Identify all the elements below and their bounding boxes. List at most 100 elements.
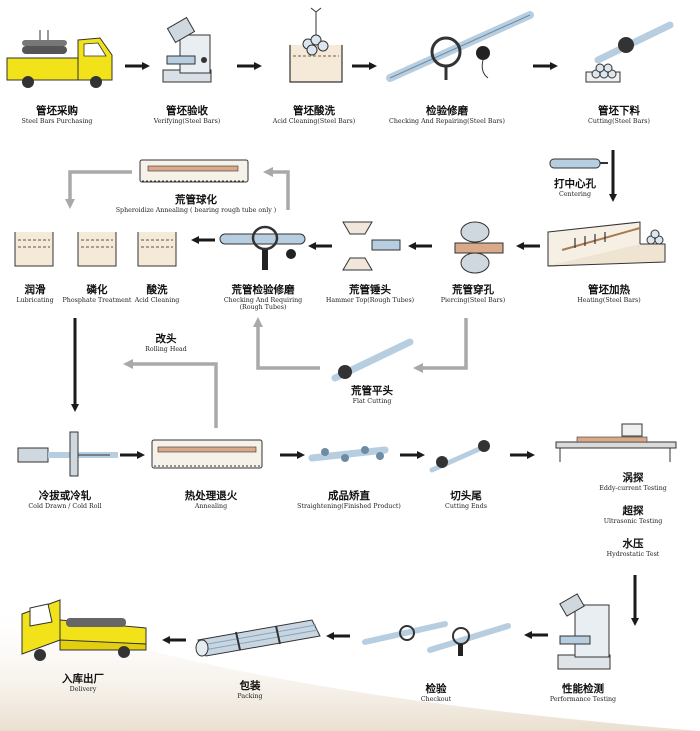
step-rolling-head: 改头 Rolling Head xyxy=(145,333,187,353)
step-zh-label: 打中心孔 xyxy=(554,178,596,190)
step-en-label: Performance Testing xyxy=(549,696,617,704)
step-zh-label: 热处理退火 xyxy=(184,490,238,502)
step-acid-cleaning: 管坯酸洗 Acid Cleaning(Steel Bars) xyxy=(273,105,355,125)
step-spheroidize: 荒管球化 Spheroidize Annealing ( bearing rou… xyxy=(116,194,277,214)
step-en-label: Checking And Repairing(Steel Bars) xyxy=(389,118,505,126)
step-zh-label: 管坯验收 xyxy=(166,105,208,117)
truck-icon xyxy=(6,30,113,88)
step-zh-label: 水压 xyxy=(622,538,644,550)
eddy-current-icon xyxy=(555,423,677,462)
step-en-label: Ultrasonic Testing xyxy=(603,518,663,526)
testing-machine-icon xyxy=(557,593,611,670)
checkout-icon xyxy=(362,621,511,656)
step-delivery: 入库出厂 Delivery xyxy=(62,673,104,693)
step-en-label: Cutting(Steel Bars) xyxy=(588,118,650,126)
grey-arrow xyxy=(253,317,320,370)
step-en-label: Eddy-current Testing xyxy=(599,485,667,493)
step-piercing: 荒管穿孔 Piercing(Steel Bars) xyxy=(441,284,505,304)
step-en-label: Phosphate Treatment xyxy=(62,297,132,305)
step-rough-checking: 荒管检验修磨 Checking And Requiring (Rough Tub… xyxy=(224,284,302,312)
step-annealing: 热处理退火 Annealing xyxy=(185,490,238,510)
step-zh-label: 入库出厂 xyxy=(62,673,104,685)
step-zh-label: 荒管检验修磨 xyxy=(231,284,295,296)
step-en-label: Checkout xyxy=(420,696,452,704)
step-lubricating: 润滑 Lubricating xyxy=(16,284,53,304)
step-zh-label: 超探 xyxy=(622,505,644,517)
step-zh-label: 性能检测 xyxy=(561,683,604,695)
cold-draw-icon xyxy=(17,431,118,477)
cutting-ends-icon xyxy=(429,440,490,473)
step-packing: 包装 Packing xyxy=(237,680,262,700)
grinding-rod-icon xyxy=(386,11,534,82)
step-zh-label: 改头 xyxy=(155,333,177,345)
step-ultrasonic: 超探 Ultrasonic Testing xyxy=(604,505,663,525)
annealing-furnace-icon xyxy=(151,439,263,469)
straightening-icon xyxy=(308,446,389,462)
step-en-label: Verifying(Steel Bars) xyxy=(153,118,221,126)
treatment-tanks-icon xyxy=(14,232,177,267)
step-en-label: Lubricating xyxy=(16,297,54,305)
grey-arrow xyxy=(263,167,290,210)
annealing-furnace-icon xyxy=(139,159,249,183)
step-en-label: Delivery xyxy=(69,686,97,694)
step-zh-label: 成品矫直 xyxy=(328,490,370,502)
step-en-label: Acid Cleaning xyxy=(134,297,180,305)
step-en-label: Checking And Requiring xyxy=(223,297,303,305)
step-cutting: 管坯下料 Cutting(Steel Bars) xyxy=(588,105,650,125)
floor-shade xyxy=(0,600,700,731)
step-zh-label: 荒管穿孔 xyxy=(452,284,494,296)
step-en-label: Packing xyxy=(237,693,263,701)
microscope-icon xyxy=(162,16,212,83)
step-zh-label: 切头尾 xyxy=(450,490,482,502)
step-en-label: Centering xyxy=(559,191,591,199)
step-en-label: Steel Bars Purchasing xyxy=(21,118,93,126)
flat-cutting-icon xyxy=(331,338,414,382)
step-en-label: Straightening(Finished Product) xyxy=(297,503,401,511)
step-zh-label: 酸洗 xyxy=(146,284,168,296)
step-en-label: Hammer Top(Rough Tubes) xyxy=(325,297,415,305)
step-zh-label: 检验修磨 xyxy=(426,105,468,117)
step-zh-label: 涡探 xyxy=(622,472,644,484)
acid-tank-icon xyxy=(289,7,343,83)
tube-bundle-icon xyxy=(195,619,321,657)
step-en-label: Flat Cutting xyxy=(352,398,392,406)
step-straightening: 成品矫直 Straightening(Finished Product) xyxy=(297,490,401,510)
step-phosphate: 磷化 Phosphate Treatment xyxy=(63,284,132,304)
step-en-label: Acid Cleaning(Steel Bars) xyxy=(272,118,356,126)
heating-furnace-icon xyxy=(547,221,666,267)
step-heating: 管坯加热 Heating(Steel Bars) xyxy=(577,284,640,304)
truck-icon xyxy=(21,599,147,661)
step-checkout: 检验 Checkout xyxy=(421,683,451,703)
step-checking-repairing: 检验修磨 Checking And Repairing(Steel Bars) xyxy=(389,105,505,125)
piercing-mill-icon xyxy=(454,221,504,274)
step-zh-label: 冷拔或冷轧 xyxy=(38,490,92,502)
step-cutting-ends: 切头尾 Cutting Ends xyxy=(445,490,487,510)
saw-cutting-icon xyxy=(585,21,674,83)
step-steel-bars-purchasing: 管坯采购 Steel Bars Purchasing xyxy=(22,105,93,125)
step-en-label: Piercing(Steel Bars) xyxy=(440,297,506,305)
step-verifying: 管坯验收 Verifying(Steel Bars) xyxy=(154,105,221,125)
step-hammer-top: 荒管锤头 Hammer Top(Rough Tubes) xyxy=(326,284,414,304)
step-zh-label: 管坯采购 xyxy=(35,105,78,117)
step-en-label: Annealing xyxy=(194,503,228,511)
step-cold-drawn: 冷拔或冷轧 Cold Drawn / Cold Roll xyxy=(28,490,101,510)
step-zh-label: 管坯下料 xyxy=(597,105,640,117)
step-acid-cleaning-2: 酸洗 Acid Cleaning xyxy=(135,284,180,304)
step-zh-label: 包装 xyxy=(239,680,261,692)
grey-arrow xyxy=(123,359,218,428)
step-en-label-2: (Rough Tubes) xyxy=(239,304,287,312)
step-zh-label: 检验 xyxy=(425,683,447,695)
step-en-label: Cold Drawn / Cold Roll xyxy=(28,503,102,511)
step-zh-label: 管坯加热 xyxy=(587,284,630,296)
step-hydrostatic: 水压 Hydrostatic Test xyxy=(607,538,660,558)
step-eddy-current: 涡探 Eddy-current Testing xyxy=(599,472,667,492)
rough-grinding-icon xyxy=(219,225,306,270)
step-zh-label: 润滑 xyxy=(24,284,46,296)
step-zh-label: 荒管锤头 xyxy=(348,284,391,296)
step-zh-label: 荒管平头 xyxy=(351,385,393,397)
hammer-top-icon xyxy=(342,221,401,271)
step-zh-label: 管坯酸洗 xyxy=(292,105,335,117)
step-en-label: Heating(Steel Bars) xyxy=(577,297,641,305)
step-centering: 打中心孔 Centering xyxy=(554,178,596,198)
